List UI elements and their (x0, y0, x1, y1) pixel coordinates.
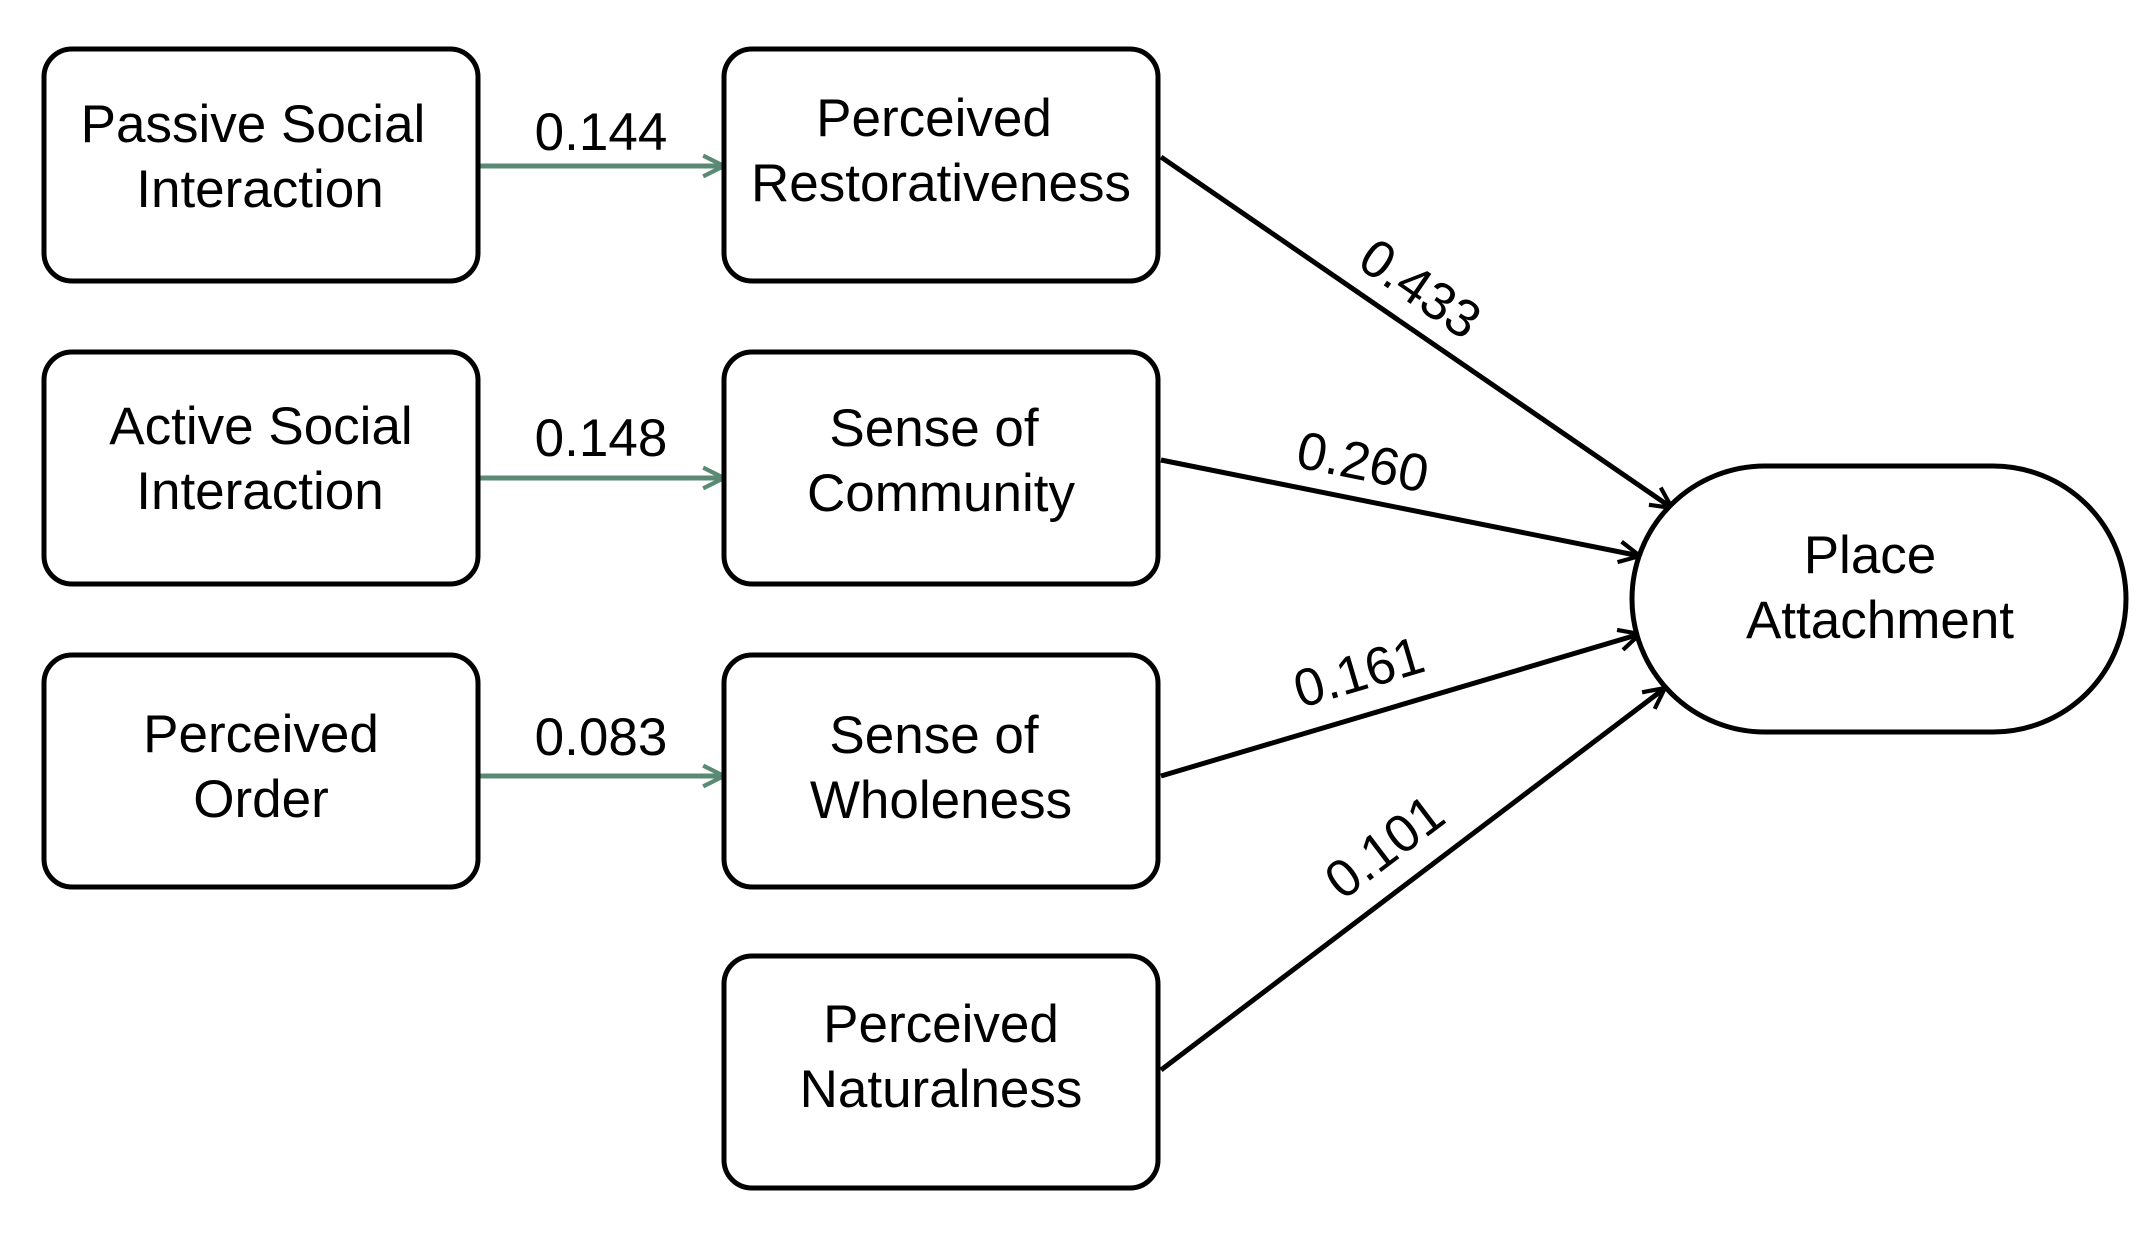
node-label-line2: Interaction (136, 462, 383, 521)
node-label-line1: Passive Social (81, 95, 426, 154)
node-perceived-naturalness: Perceived Naturalness (721, 953, 1161, 1191)
node-place-attachment: Place Attachment (1629, 463, 2129, 735)
node-label-line1: Place (1804, 526, 1937, 585)
node-label-line2: Order (193, 770, 328, 829)
node-label-line2: Wholeness (810, 771, 1072, 830)
node-label-line2: Naturalness (800, 1060, 1083, 1119)
node-label-line1: Perceived (816, 89, 1052, 148)
node-label-line1: Active Social (109, 397, 412, 456)
node-perceived-order: Perceived Order (41, 652, 481, 890)
edge-label-active-to-community: 0.148 (535, 409, 668, 468)
node-label-line1: Sense of (829, 399, 1038, 458)
edge-label-wholeness-to-place: 0.161 (1287, 626, 1431, 720)
node-active-social-interaction: Active Social Interaction (41, 349, 481, 587)
node-label-line2: Interaction (136, 160, 383, 219)
node-label-line2: Community (807, 464, 1076, 523)
edge-naturalness-to-place (1159, 688, 1665, 1072)
node-label-line1: Sense of (829, 706, 1038, 765)
edge-wholeness-to-place (1160, 634, 1640, 779)
node-label-line2: Restorativeness (751, 154, 1131, 213)
node-label-line1: Perceived (823, 995, 1059, 1054)
edge-label-passive-to-restorativeness: 0.144 (535, 103, 668, 162)
node-perceived-restorativeness: Perceived Restorativeness (721, 46, 1161, 284)
edge-label-order-to-wholeness: 0.083 (535, 708, 668, 767)
node-sense-of-wholeness: Sense of Wholeness (721, 652, 1161, 890)
edge-label-naturalness-to-place: 0.101 (1314, 784, 1455, 911)
node-sense-of-community: Sense of Community (721, 349, 1161, 587)
edge-restorativeness-to-place (1159, 154, 1672, 508)
node-passive-social-interaction: Passive Social Interaction (41, 46, 481, 284)
node-label-line1: Perceived (143, 705, 379, 764)
node-label-line2: Attachment (1746, 591, 2014, 650)
edge-community-to-place (1160, 457, 1640, 556)
